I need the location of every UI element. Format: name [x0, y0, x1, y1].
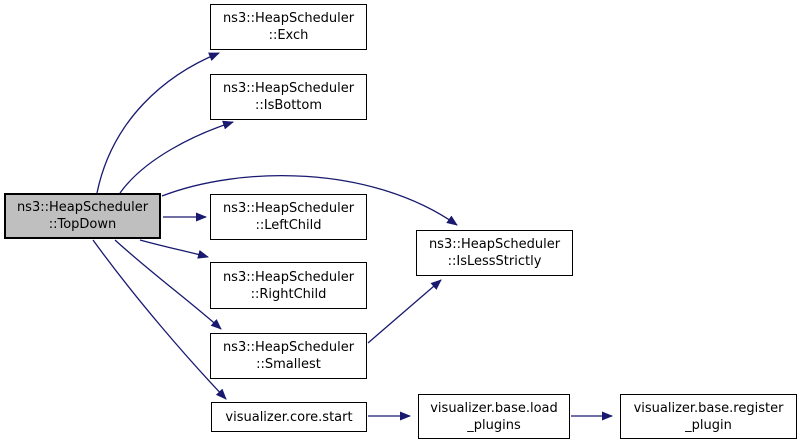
edge-topdown-smallest — [114, 239, 222, 330]
node-topdown-label-line1: ns3::HeapScheduler — [16, 200, 149, 215]
node-start-label: visualizer.core.start — [225, 409, 353, 425]
node-rightchild-label-line1: ns3::HeapScheduler — [222, 269, 355, 285]
node-islessstrictly-label-line2: ::IsLessStrictly — [447, 254, 542, 269]
node-registerplugin-label-line1: visualizer.base.register — [633, 400, 784, 416]
node-topdown-label-line2: ::TopDown — [48, 217, 117, 232]
node-loadplugins[interactable]: visualizer.base.load _plugins — [418, 394, 570, 439]
node-isbottom[interactable]: ns3::HeapScheduler ::IsBottom — [210, 74, 367, 120]
node-leftchild[interactable]: ns3::HeapScheduler ::LeftChild — [210, 194, 367, 240]
node-loadplugins-label-line1: visualizer.base.load — [430, 400, 558, 416]
node-smallest-label-line2: ::Smallest — [256, 357, 321, 372]
node-smallest-label-line1: ns3::HeapScheduler — [222, 340, 355, 355]
node-start[interactable]: visualizer.core.start — [211, 402, 367, 432]
edge-smallest-islessstrictly — [367, 279, 442, 344]
node-rightchild-label-line2: ::RightChild — [250, 286, 327, 302]
node-islessstrictly-label-line1: ns3::HeapScheduler — [428, 237, 561, 252]
edge-topdown-isbottom — [119, 120, 234, 194]
node-exch[interactable]: ns3::HeapScheduler ::Exch — [210, 4, 367, 50]
edge-topdown-rightchild — [139, 239, 209, 259]
node-leftchild-label-line1: ns3::HeapScheduler — [222, 201, 355, 216]
node-exch-label-line2: ::Exch — [268, 28, 309, 43]
edge-topdown-start — [92, 239, 227, 400]
node-isbottom-label-line1: ns3::HeapScheduler — [222, 81, 355, 96]
node-smallest[interactable]: ns3::HeapScheduler ::Smallest — [210, 333, 367, 379]
node-registerplugin-label-line2: _plugin — [685, 417, 732, 433]
node-exch-label-line1: ns3::HeapScheduler — [222, 11, 355, 26]
node-isbottom-label-line2: ::IsBottom — [254, 98, 323, 113]
node-topdown[interactable]: ns3::HeapScheduler ::TopDown — [4, 193, 161, 239]
edge-topdown-exch — [96, 52, 220, 194]
node-islessstrictly[interactable]: ns3::HeapScheduler ::IsLessStrictly — [416, 230, 573, 276]
node-leftchild-label-line2: ::LeftChild — [255, 218, 322, 233]
node-rightchild[interactable]: ns3::HeapScheduler ::RightChild — [210, 262, 367, 309]
node-registerplugin[interactable]: visualizer.base.register _plugin — [620, 394, 797, 439]
edge-topdown-islessstrictly — [161, 175, 458, 226]
node-loadplugins-label-line2: _plugins — [467, 417, 521, 433]
